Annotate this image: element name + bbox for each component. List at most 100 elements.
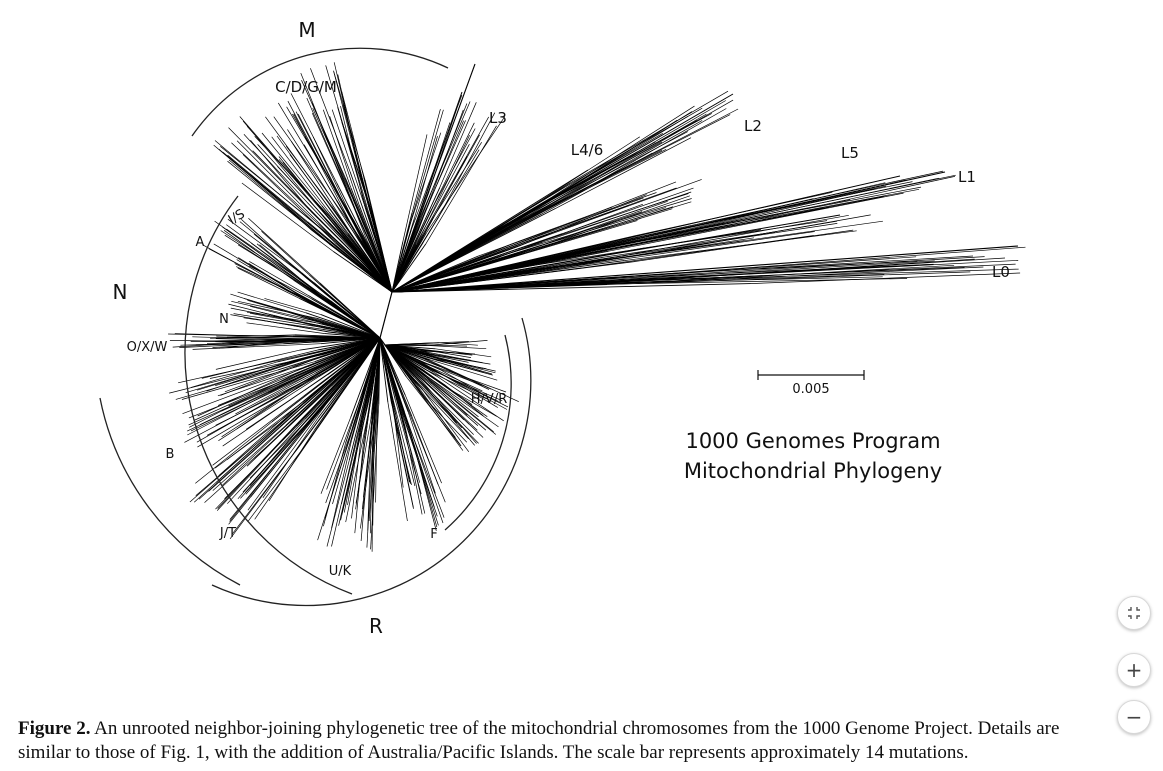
tree-branch [602, 231, 775, 258]
tree-branch [542, 200, 668, 246]
label-r: R [369, 614, 383, 638]
tree-branch [235, 368, 322, 415]
bracket-hvr [444, 334, 512, 531]
tree-branch [414, 377, 479, 444]
tree-branch [236, 140, 333, 238]
tree-branch [201, 349, 318, 379]
tree-branch [435, 348, 492, 358]
tree-branch [237, 425, 302, 500]
label-a: A [196, 235, 205, 250]
tree-branch [535, 207, 667, 248]
bracket-r [211, 317, 532, 607]
tree-branch [216, 336, 311, 340]
tree-branch [357, 337, 381, 415]
tree-branch [214, 362, 293, 387]
tree-branch [449, 389, 497, 417]
tree-branch [198, 426, 281, 500]
tree-branch [384, 344, 436, 350]
tree-branch [180, 342, 274, 346]
tree-branch [263, 320, 332, 333]
tree-branch [401, 394, 446, 503]
tree-branch [558, 120, 703, 202]
tree-branch [297, 337, 381, 409]
tree-branch [327, 323, 381, 339]
tree-branch [182, 366, 309, 415]
tree-branch [551, 105, 695, 198]
tree-branch [314, 337, 381, 363]
tree-branch [612, 214, 849, 258]
tree-branch [431, 354, 469, 363]
tree-branch [680, 179, 906, 232]
tree-branch [233, 313, 333, 330]
tree-branch [605, 260, 935, 281]
tree-branch [526, 113, 707, 219]
tree-branch [391, 284, 608, 293]
label-cdgm: C/D/G/M [275, 78, 337, 96]
tree-branch [305, 312, 381, 339]
zoom-out-button[interactable]: − [1117, 700, 1151, 734]
figure-title-line2: Mitochondrial Phylogeny [684, 459, 942, 483]
tree-branch [249, 173, 312, 230]
tree-branch [685, 181, 913, 229]
tree-branch [405, 433, 423, 515]
tree-branch [297, 113, 352, 219]
tree-branch [425, 374, 499, 428]
tree-branch [341, 90, 365, 178]
tree-branch [422, 353, 482, 372]
tree-branch [273, 116, 359, 236]
tree-branch [438, 342, 478, 346]
tree-branch [407, 411, 436, 494]
tree-branch [190, 374, 310, 432]
tree-branch [278, 156, 342, 234]
tree-branch [483, 198, 692, 262]
tree-branch [424, 375, 494, 433]
tree-branch [403, 411, 438, 528]
tree-branch [214, 407, 299, 469]
tree-branch [249, 417, 310, 479]
tree-branch [237, 267, 300, 299]
caption-label: Figure 2. [18, 718, 91, 739]
tree-branch [237, 244, 307, 288]
tree-branch [341, 233, 393, 293]
tree-branch [351, 432, 363, 519]
tree-branch [345, 337, 381, 444]
tree-branch [379, 337, 395, 413]
tree-branch [218, 376, 320, 441]
zoom-in-button[interactable]: + [1117, 653, 1151, 687]
tree-branch [214, 140, 325, 232]
tree-branch [221, 369, 316, 412]
tree-branch [178, 353, 307, 384]
tree-branch [426, 116, 506, 233]
tree-branch [259, 244, 328, 302]
tree-branch [370, 404, 380, 550]
tree-branch [343, 415, 364, 513]
tree-branch [246, 412, 303, 467]
scale-bar: 0.005 [757, 370, 865, 397]
tree-branch [333, 62, 362, 181]
tree-branch [404, 395, 442, 484]
tree-branch [310, 68, 351, 173]
fit-screen-button[interactable] [1117, 596, 1151, 630]
scale-bar-label: 0.005 [792, 382, 829, 397]
tree-branch [439, 102, 477, 188]
tree-branch [668, 256, 917, 275]
tree-branch [363, 176, 393, 293]
tree-branch [439, 122, 475, 194]
tree-branch [433, 371, 482, 402]
tree-branch [282, 161, 347, 240]
tree-branch [333, 251, 393, 293]
label-oxw: O/X/W [127, 340, 168, 355]
tree-branch [432, 142, 482, 218]
tree-branch [222, 389, 305, 447]
tree-branch [228, 303, 324, 329]
tree-branch [384, 344, 434, 373]
tree-branch [446, 362, 493, 376]
tree-branch [250, 305, 335, 328]
tree-branch [700, 186, 922, 230]
tree-branch [323, 443, 346, 527]
tree-branches [168, 62, 1026, 552]
tree-branch [195, 421, 273, 484]
tree-branch [355, 406, 371, 510]
tree-branch [379, 337, 407, 434]
tree-branch [570, 90, 729, 184]
